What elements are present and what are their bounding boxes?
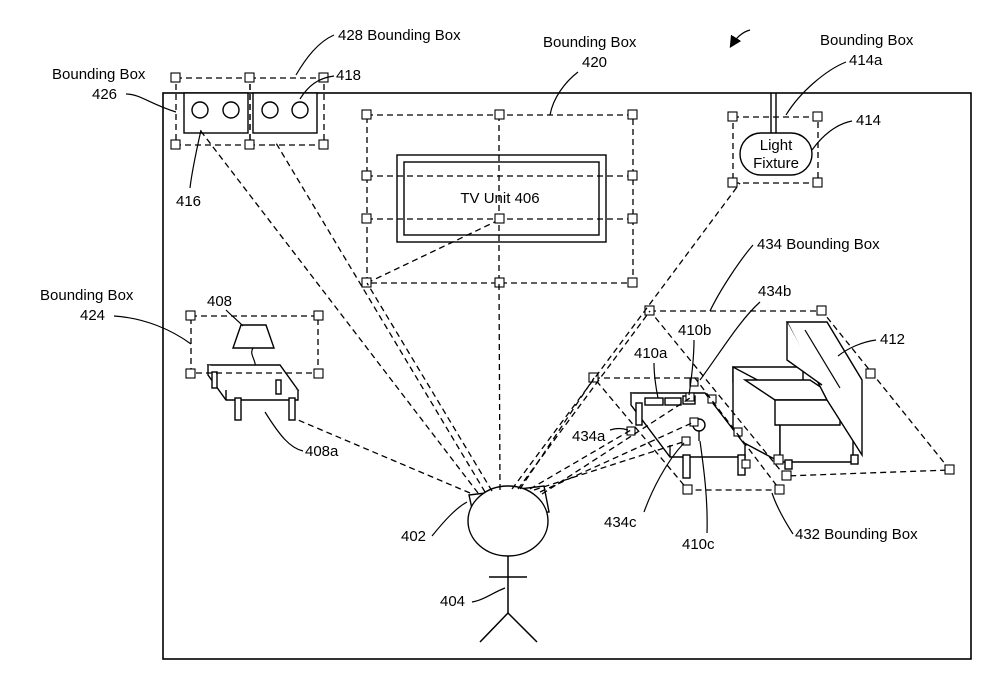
light-fixture-label-line1: Light bbox=[760, 137, 793, 154]
view-rays bbox=[199, 129, 741, 495]
light-fixture-label-line2: Fixture bbox=[753, 155, 799, 172]
label-408: 408 bbox=[207, 293, 232, 310]
leader-410c bbox=[699, 440, 708, 534]
leader-402 bbox=[431, 501, 468, 537]
side-table-408a bbox=[206, 364, 300, 421]
leader-426 bbox=[125, 93, 177, 113]
bounding-box-414a bbox=[727, 111, 823, 188]
label-416: 416 bbox=[176, 193, 201, 210]
bounding-box-432 bbox=[588, 372, 785, 495]
table-handles bbox=[626, 377, 751, 469]
label-bbox-432: 432 Bounding Box bbox=[795, 526, 918, 543]
label-410a: 410a bbox=[634, 345, 668, 362]
label-bbox-424-num: 424 bbox=[80, 307, 105, 324]
label-414: 414 bbox=[856, 112, 881, 129]
leader-410b bbox=[688, 339, 695, 396]
leader-434a bbox=[609, 427, 629, 431]
leader-408a bbox=[264, 411, 304, 452]
label-410b: 410b bbox=[678, 322, 711, 339]
leader-414a bbox=[785, 61, 847, 116]
label-434a: 434a bbox=[572, 428, 606, 445]
leader-420 bbox=[549, 71, 579, 116]
bounding-box-420 bbox=[361, 109, 638, 288]
label-bbox-420-num: 420 bbox=[582, 54, 607, 71]
tv-unit-label: TV Unit 406 bbox=[460, 190, 539, 207]
label-410c: 410c bbox=[682, 536, 715, 553]
bounding-box-424 bbox=[185, 310, 324, 379]
label-bbox-414a-num: 414a bbox=[849, 52, 883, 69]
bounding-box-434 bbox=[644, 305, 955, 481]
label-434b: 434b bbox=[758, 283, 791, 300]
label-434c: 434c bbox=[604, 514, 637, 531]
leader-414 bbox=[811, 120, 853, 151]
leader-408 bbox=[225, 309, 244, 327]
label-bbox-428: 428 Bounding Box bbox=[338, 27, 461, 44]
label-418: 418 bbox=[336, 67, 361, 84]
leader-416 bbox=[189, 129, 202, 189]
bbox-handles-426-428 bbox=[170, 72, 329, 150]
room-boundary bbox=[162, 92, 972, 660]
label-402: 402 bbox=[401, 528, 426, 545]
couch-412 bbox=[732, 321, 863, 470]
speaker-416 bbox=[183, 92, 249, 134]
speaker-418 bbox=[252, 92, 318, 134]
leader-404 bbox=[471, 587, 506, 603]
label-bbox-420-title: Bounding Box bbox=[543, 34, 637, 51]
label-bbox-424-title: Bounding Box bbox=[40, 287, 134, 304]
figure-number-arrow bbox=[729, 29, 751, 49]
label-412: 412 bbox=[880, 331, 905, 348]
leader-432 bbox=[771, 492, 794, 535]
leader-434b bbox=[699, 301, 761, 381]
label-bbox-414a-title: Bounding Box bbox=[820, 32, 914, 49]
label-408a: 408a bbox=[305, 443, 339, 460]
person-404 bbox=[479, 556, 538, 643]
leader-434 bbox=[709, 244, 754, 312]
label-bbox-434: 434 Bounding Box bbox=[757, 236, 880, 253]
light-fixture-414 bbox=[739, 93, 813, 176]
head-mounted-device-402 bbox=[467, 485, 550, 557]
leader-412 bbox=[837, 339, 877, 357]
label-bbox-426-title: Bounding Box bbox=[52, 66, 146, 83]
leader-418 bbox=[299, 75, 335, 100]
leader-424 bbox=[113, 315, 192, 345]
leader-428 bbox=[295, 34, 335, 76]
leader-434c bbox=[643, 442, 685, 513]
label-bbox-426-num: 426 bbox=[92, 86, 117, 103]
leader-410a bbox=[653, 362, 659, 399]
label-404: 404 bbox=[440, 593, 465, 610]
